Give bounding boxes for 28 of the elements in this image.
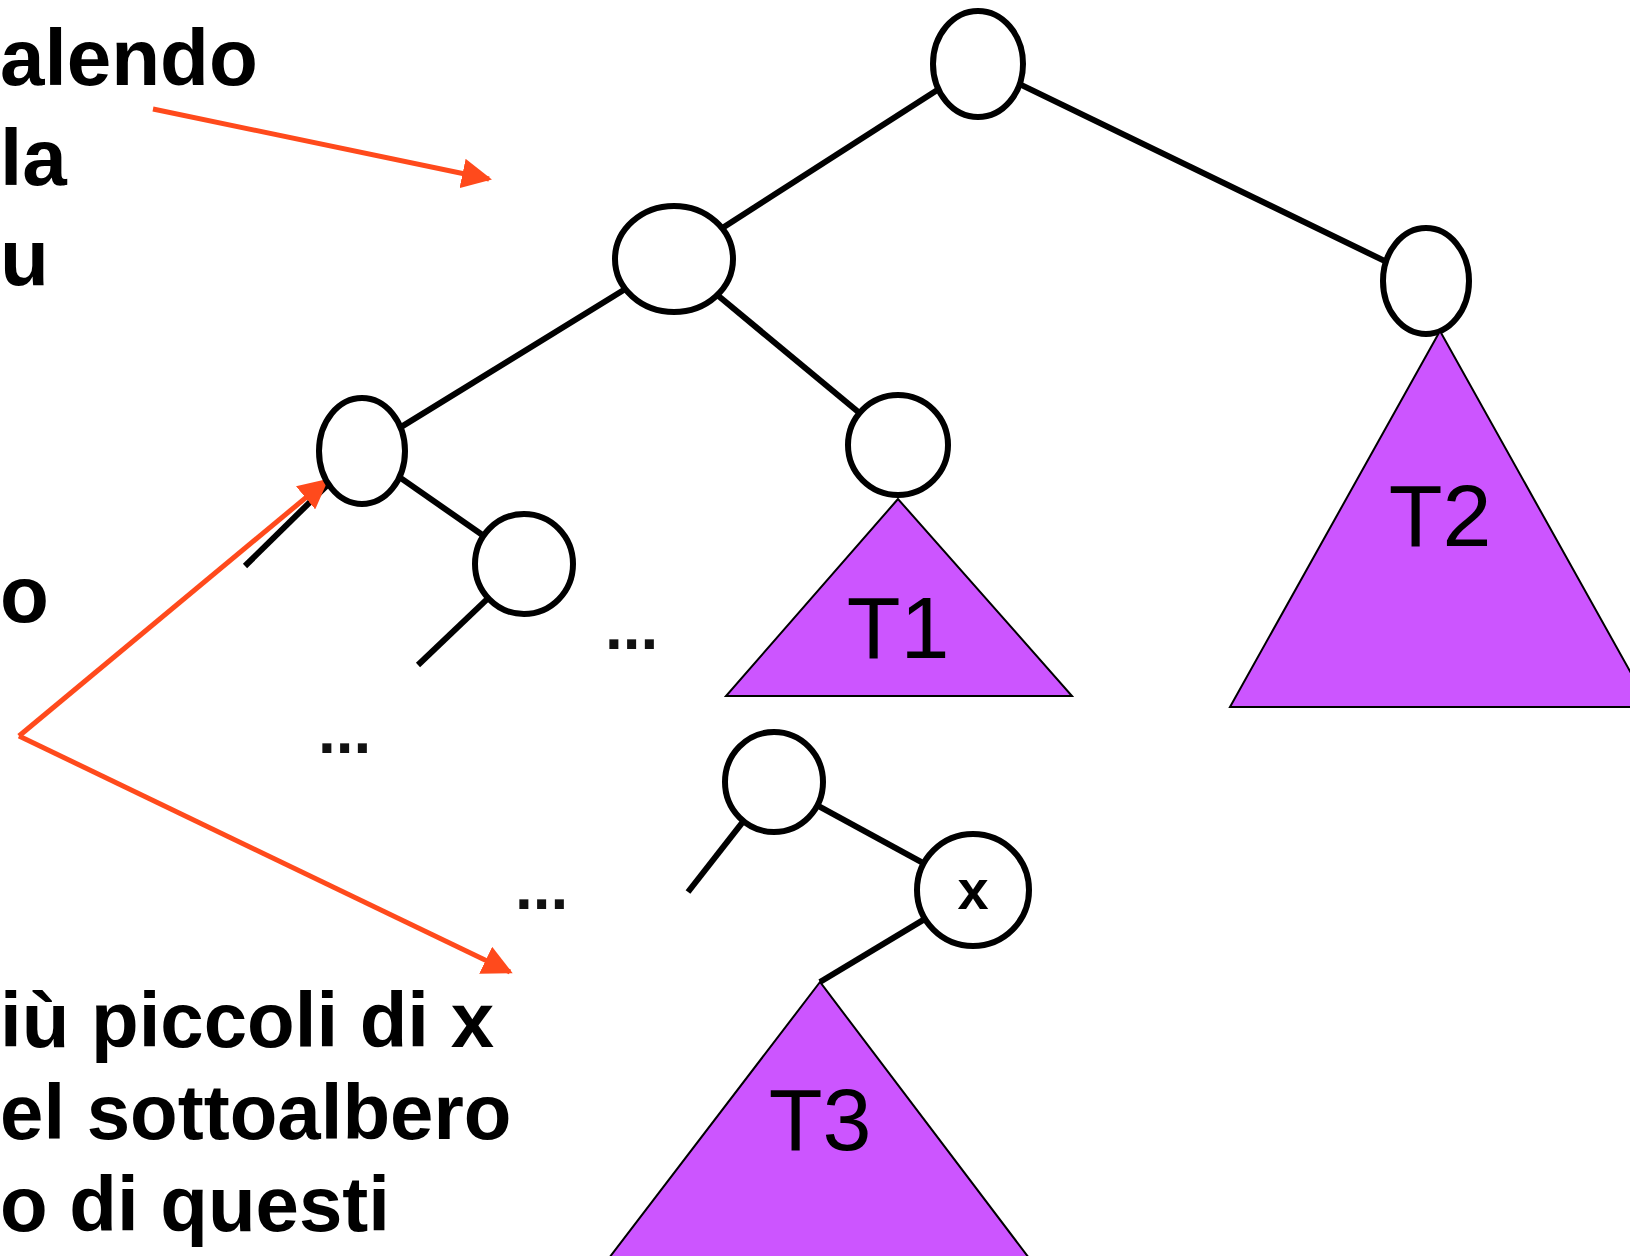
subtree-label: T3 (767, 1076, 873, 1164)
annotation-text: u (0, 212, 50, 304)
empty-node-circle (845, 392, 951, 498)
annotation-text: o (0, 549, 50, 641)
annotation-text: ... (605, 590, 659, 664)
empty-node-circle (930, 8, 1026, 120)
empty-node-circle (1380, 225, 1472, 337)
arrow (17, 733, 513, 975)
tree-node-circle (914, 831, 1032, 949)
annotation-text: el sottoalbero (0, 1067, 513, 1158)
empty-node-circle (472, 511, 576, 617)
annotation-text: ... (318, 694, 372, 768)
annotation-text: iù piccoli di x (0, 975, 496, 1066)
branch-line (685, 819, 746, 894)
empty-node-circle (722, 729, 826, 835)
annotation-text: la (0, 112, 69, 204)
arrow (152, 106, 492, 189)
subtree-triangle (726, 499, 1072, 696)
annotation-text: o di questi (0, 1159, 391, 1250)
subtree-label: T2 (1387, 472, 1493, 560)
annotation-text: alendo (0, 12, 259, 104)
annotation-text: ... (515, 850, 569, 924)
branch-line (415, 595, 491, 668)
empty-node-circle (316, 395, 408, 507)
subtree-label: T1 (845, 584, 951, 672)
empty-node-circle (612, 203, 736, 315)
node-label: x (956, 860, 990, 920)
subtree-triangle (1230, 331, 1630, 707)
